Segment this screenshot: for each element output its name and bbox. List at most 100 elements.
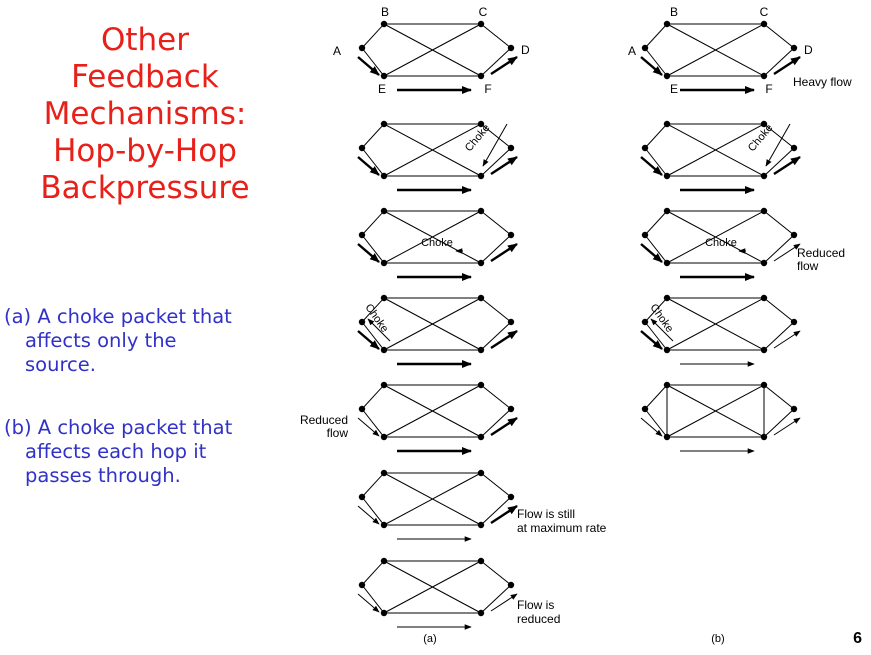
flow-arrow-heavy [773,55,801,76]
caption-a-line2: affects only the [25,329,177,352]
node-label-e: E [378,82,386,96]
link-line [480,23,512,49]
link-line [480,584,512,614]
router-node [790,144,798,152]
router-node [790,405,798,413]
router-node [507,581,515,589]
router-node [358,231,366,239]
flow-arrow-reduced [640,417,663,437]
router-node [380,259,388,267]
link-line [361,408,385,438]
router-node [477,609,485,617]
router-node [477,259,485,267]
link-line [644,210,668,236]
link-line [763,123,795,149]
link-line [361,210,385,236]
title-line: Mechanisms: [43,96,247,132]
router-node [477,521,485,529]
node-label-c: C [760,5,769,19]
link-line [383,210,482,264]
choke-arrow [367,318,391,342]
node-label-f: F [484,82,491,96]
flow-arrow-reduced [773,243,801,262]
router-node [760,259,768,267]
flow-arrow-reduced [357,505,380,525]
link-line [763,384,795,410]
choke-arrow [650,318,674,342]
router-node [760,381,768,389]
link-line [763,234,795,264]
network-panel-a-5 [357,381,518,455]
link-line [644,297,668,323]
link-line [644,321,668,351]
link-line [644,408,668,438]
router-node [507,493,515,501]
link-line [383,123,482,177]
link-line [763,47,795,77]
node-label-d: D [521,43,530,57]
reduced-flow-label: flow [797,259,819,273]
flow-arrow-heavy [640,156,663,176]
network-panel-a-7 [357,557,518,630]
router-node [760,346,768,354]
caption-b-marker: (b) [4,416,32,439]
router-node [663,381,671,389]
link-line [644,23,668,49]
link-line [361,496,385,526]
title-line: Other [100,22,190,58]
column-a-label: (a) [423,633,436,645]
link-line [383,472,482,526]
router-node [380,72,388,80]
choke-label: Choke [705,237,737,249]
router-node [760,294,768,302]
link-line [383,384,482,438]
router-node [380,120,388,128]
router-node [790,318,798,326]
router-node [477,172,485,180]
router-node [641,231,649,239]
network-panel-a-4 [357,294,518,368]
router-node [760,120,768,128]
choke-arrow [482,123,508,167]
link-line [480,472,512,498]
link-line [361,584,385,614]
router-node [358,581,366,589]
reduced-flow-label: Reduced [797,246,845,260]
router-node [507,144,515,152]
router-node [507,231,515,239]
link-line [644,234,668,264]
flow-arrow-heavy [490,329,518,350]
router-node [477,207,485,215]
link-line [383,560,482,614]
caption-a-line1: A choke packet that [37,305,232,328]
router-node [663,259,671,267]
router-node [477,433,485,441]
link-line [666,384,765,438]
link-line [480,297,512,323]
caption-b: (b) A choke packet that affects each hop… [4,416,294,488]
still-max-label: at maximum rate [517,521,607,535]
link-line [666,123,765,177]
link-line [763,147,795,177]
router-node [507,44,515,52]
link-line [361,297,385,323]
router-node [760,207,768,215]
router-node [477,20,485,28]
reduced-flow-label: Reduced [300,413,348,427]
router-node [641,318,649,326]
reduced-flow-label: flow [327,426,349,440]
link-line [480,147,512,177]
title-line: Feedback [71,59,219,95]
link-line [361,47,385,77]
router-node [790,44,798,52]
router-node [380,294,388,302]
link-line [480,560,512,586]
link-line [666,297,765,351]
router-node [641,44,649,52]
router-node [507,405,515,413]
link-line [480,123,512,149]
link-line [361,147,385,177]
network-panel-a-3 [357,207,518,281]
link-line [763,297,795,323]
flow-arrow-heavy [490,416,518,437]
